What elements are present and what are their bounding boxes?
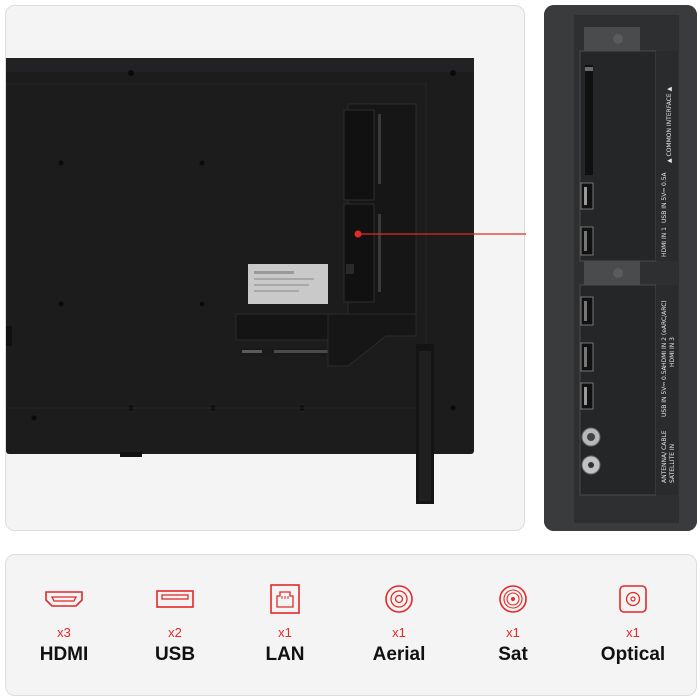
label-antenna: ANTENNA/ CABLE xyxy=(661,430,668,483)
tv-back-photo-panel xyxy=(5,5,526,531)
label-common-interface: ▲ COMMON INTERFACE ▲ xyxy=(666,86,673,163)
label-sat: SATELLITE IN xyxy=(669,444,676,483)
hdmi-icon xyxy=(45,591,83,607)
usb-count: x2 xyxy=(168,625,182,640)
sat-count: x1 xyxy=(506,625,520,640)
sat-icon xyxy=(499,585,527,613)
sat-label: Sat xyxy=(498,644,528,665)
aerial-count: x1 xyxy=(392,625,406,640)
lan-label: LAN xyxy=(265,644,305,665)
optical-count: x1 xyxy=(626,625,640,640)
port-item-sat: x1 Sat xyxy=(458,583,568,666)
pointer-dot xyxy=(354,230,362,238)
port-item-lan: x1 LAN xyxy=(230,583,340,666)
port-item-optical: x1 Optical xyxy=(578,583,688,666)
label-usb-in-2: USB IN 5V⎓ 0.5A xyxy=(661,365,668,417)
usb-label: USB xyxy=(154,644,196,665)
usb-icon xyxy=(156,590,194,608)
ci-slot xyxy=(585,65,593,175)
optical-label: Optical xyxy=(600,644,666,665)
optical-icon xyxy=(619,585,647,613)
label-hdmi-in-3: HDMI IN 3 xyxy=(669,337,676,367)
tv-back-image xyxy=(6,58,526,504)
port-closeup-panel: ▲ COMMON INTERFACE ▲ USB IN 5V⎓ 0.5A HDM… xyxy=(544,5,697,531)
hdmi-label: HDMI xyxy=(39,644,89,665)
port-closeup-image: ▲ COMMON INTERFACE ▲ USB IN 5V⎓ 0.5A HDM… xyxy=(544,5,697,531)
aerial-label: Aerial xyxy=(372,644,426,665)
label-usb-in-1: USB IN 5V⎓ 0.5A xyxy=(661,171,668,223)
label-hdmi-in-1: HDMI IN 1 xyxy=(661,227,668,257)
lan-count: x1 xyxy=(278,625,292,640)
aerial-icon xyxy=(385,585,413,613)
lan-icon xyxy=(270,584,300,614)
port-item-usb: x2 USB xyxy=(120,583,230,666)
port-item-aerial: x1 Aerial xyxy=(344,583,454,666)
label-hdmi-in-2: HDMI IN 2 (eARC/ARC) xyxy=(661,300,668,367)
port-item-hdmi: x3 HDMI xyxy=(9,583,119,666)
ports-summary-panel: x3 HDMI x2 USB x1 LAN xyxy=(5,554,697,696)
hdmi-count: x3 xyxy=(57,625,71,640)
